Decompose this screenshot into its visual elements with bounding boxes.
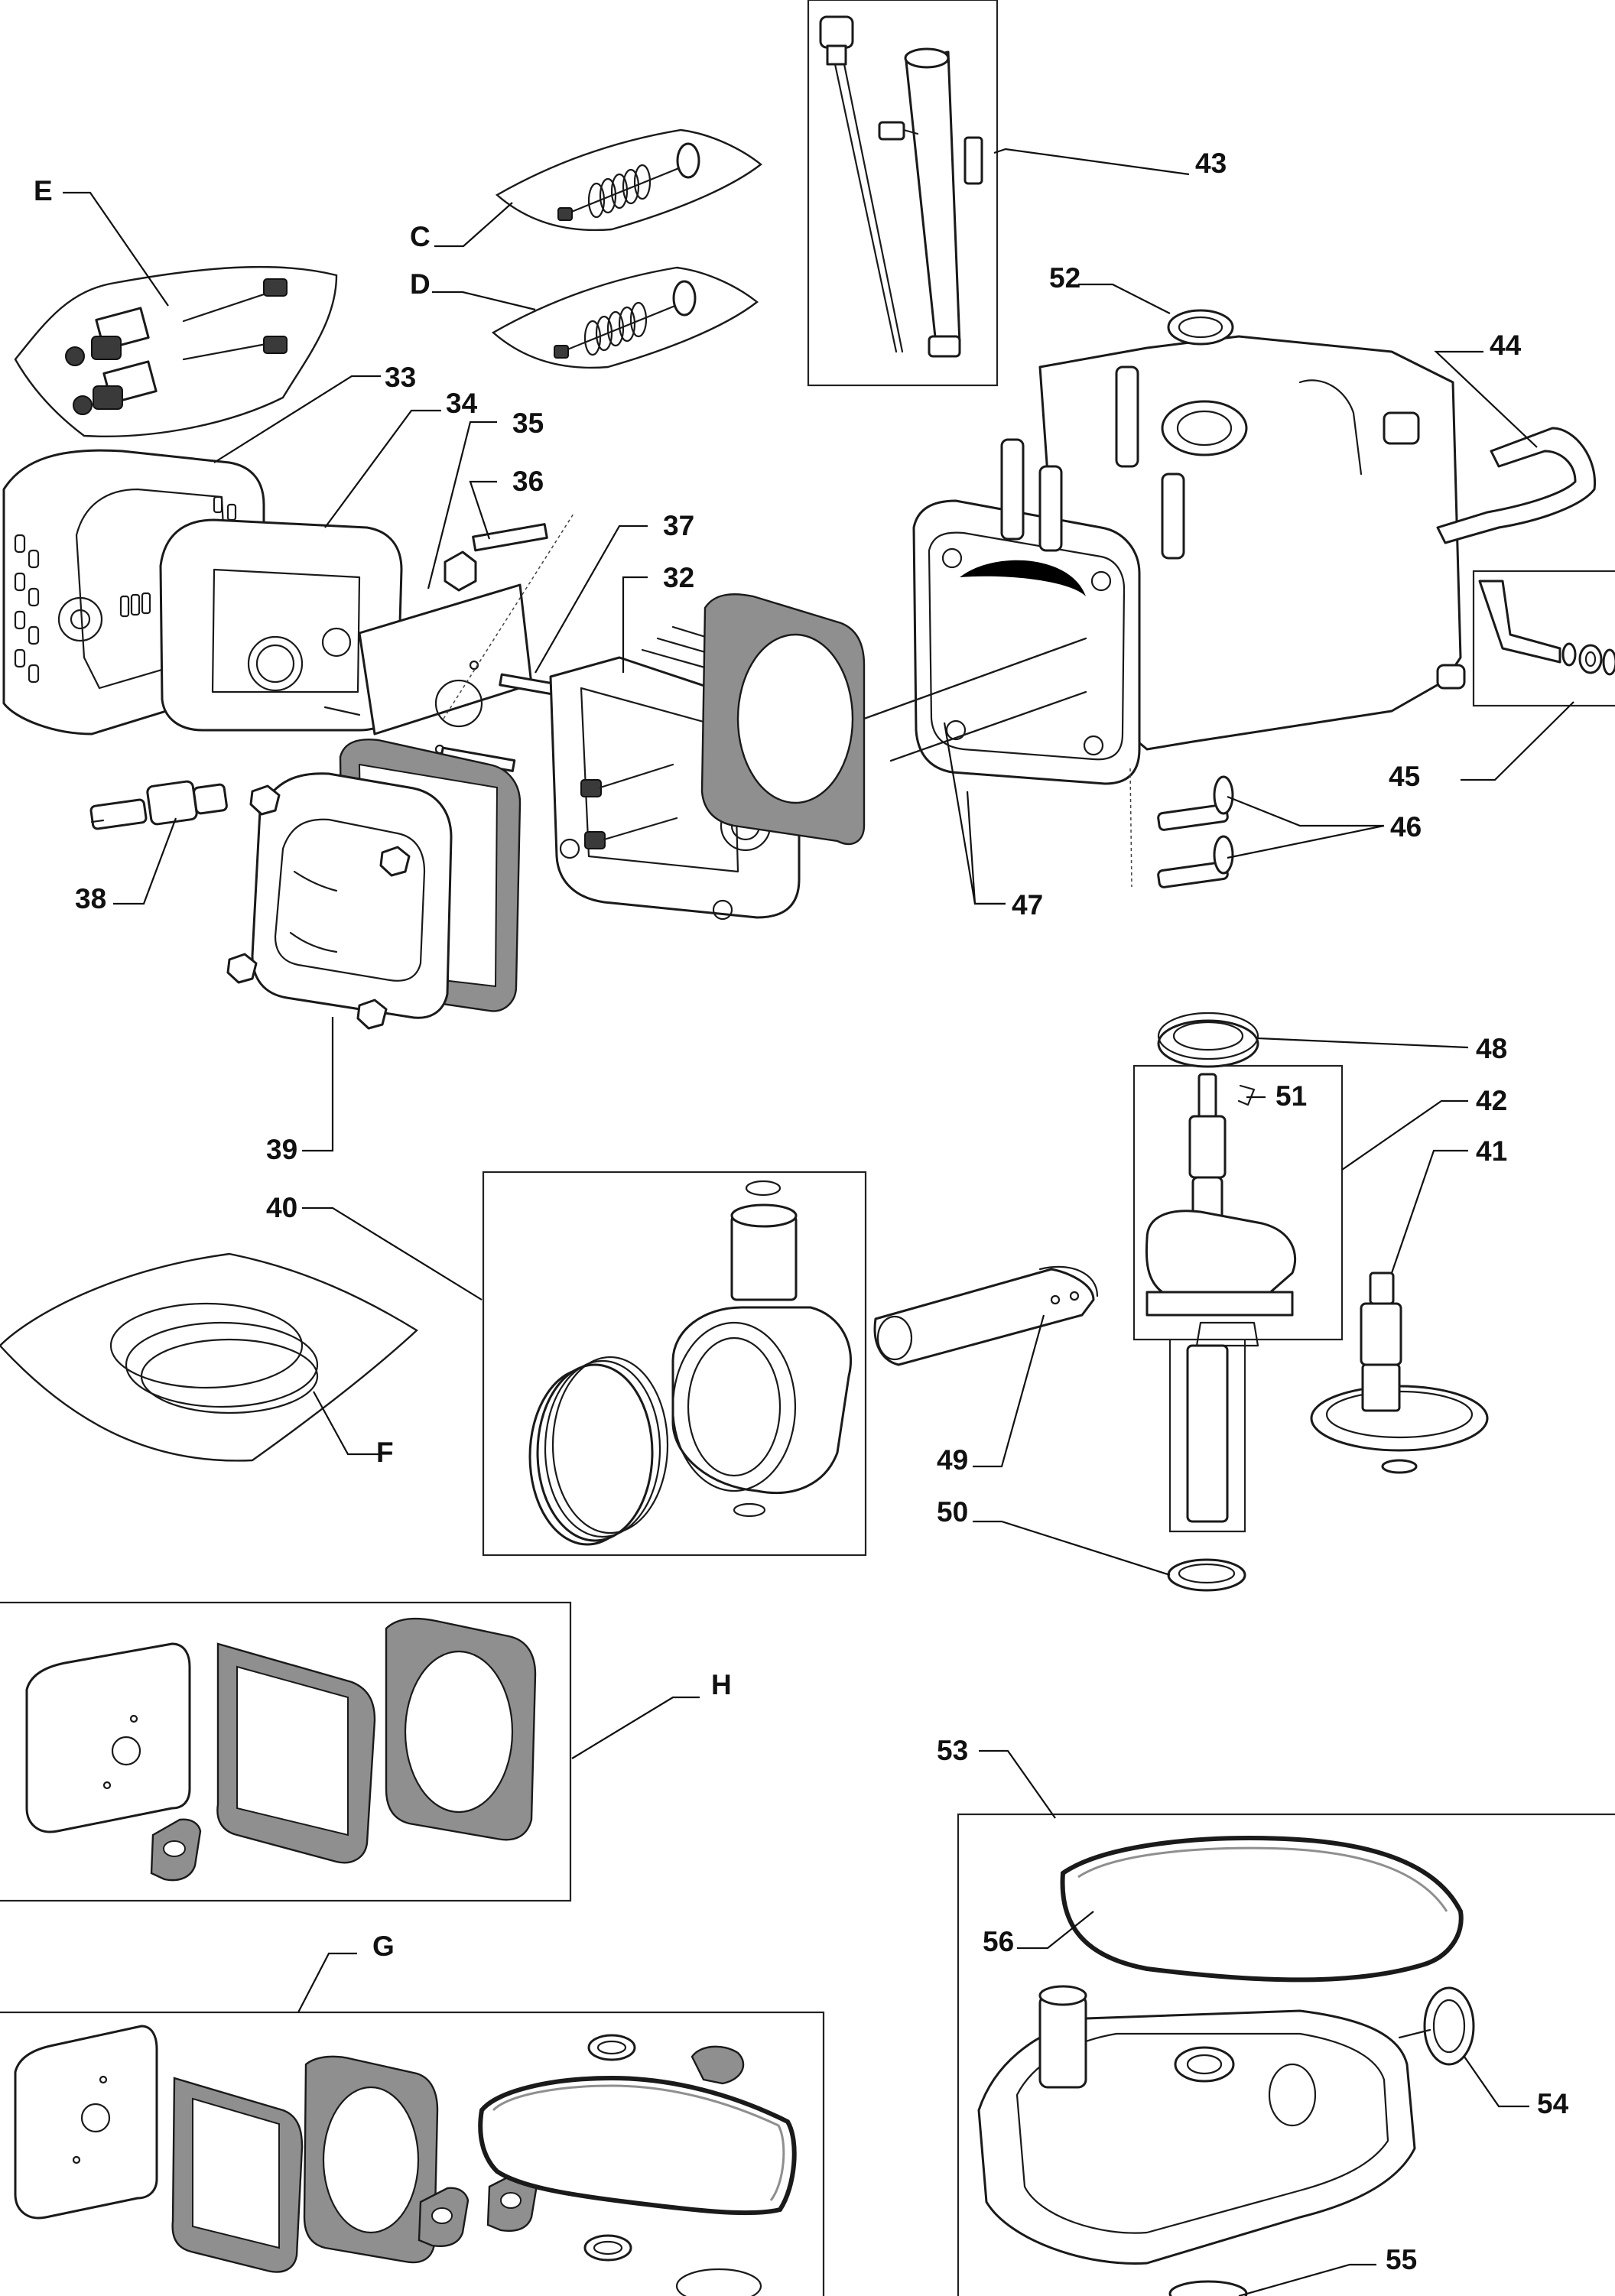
callout-labels: E C D 43 52 44 33 34 35 36 37 32 45 46 3… <box>34 148 1569 2275</box>
callout-f: F <box>376 1437 394 1468</box>
piston-ring-set-bag <box>0 1252 418 1462</box>
callout-34: 34 <box>446 388 478 419</box>
dipstick-assembly <box>819 15 983 358</box>
crankcase-cover-group-box <box>957 1813 1615 2296</box>
callout-44: 44 <box>1490 330 1522 361</box>
callout-47: 47 <box>1012 889 1043 921</box>
crankshaft-shaft-box <box>1168 1340 1246 1533</box>
dowel-pins <box>1157 775 1234 888</box>
intake-valve-bag <box>495 128 762 232</box>
piston-group-box <box>482 1171 867 1557</box>
callout-55: 55 <box>1386 2244 1417 2275</box>
callout-h: H <box>711 1669 732 1700</box>
callout-50: 50 <box>937 1496 968 1528</box>
oil-seal-bottom <box>1167 1558 1246 1592</box>
callout-39: 39 <box>266 1134 297 1165</box>
callout-54: 54 <box>1537 2088 1569 2119</box>
leader-lines <box>63 148 1574 2296</box>
crankshaft <box>1145 1073 1297 1523</box>
callout-e: E <box>34 175 53 206</box>
callout-35: 35 <box>512 408 544 439</box>
callout-37: 37 <box>663 510 694 541</box>
muffler-bolt <box>444 523 548 592</box>
breather-group-box <box>1472 570 1615 707</box>
gasket-set-g <box>14 2025 797 2296</box>
governor-gear <box>1398 1986 1475 2066</box>
breather-hose <box>1436 427 1597 544</box>
crankcase-cover-assembly <box>977 1836 1475 2265</box>
oil-seal-top <box>1167 309 1234 346</box>
callout-45: 45 <box>1389 761 1420 792</box>
rocker-cover <box>226 772 453 1030</box>
callout-48: 48 <box>1476 1033 1507 1064</box>
crankcase-cover-seal <box>1168 2280 1248 2296</box>
piston-assembly <box>528 1180 853 1546</box>
callout-32: 32 <box>663 562 694 593</box>
head-gasket <box>700 593 866 846</box>
main-bearing <box>1157 1012 1259 1068</box>
callout-51: 51 <box>1275 1080 1307 1112</box>
callout-53: 53 <box>937 1735 968 1766</box>
rocker-arm-kit-bag <box>14 265 338 437</box>
callout-56: 56 <box>983 1926 1014 1957</box>
callout-52: 52 <box>1049 262 1080 294</box>
muffler <box>159 518 403 732</box>
callout-41: 41 <box>1476 1135 1507 1167</box>
spark-plug <box>89 780 228 830</box>
exhaust-studs <box>440 673 560 772</box>
connecting-rod <box>873 1265 1099 1366</box>
callout-33: 33 <box>385 362 416 393</box>
callout-d: D <box>410 268 431 300</box>
crankshaft-group-box <box>1132 1064 1344 1341</box>
gasket-set-h-box <box>0 1601 572 1902</box>
gasket-set-g-box <box>0 2011 825 2296</box>
callout-36: 36 <box>512 466 544 497</box>
callout-49: 49 <box>937 1444 968 1476</box>
dipstick-group-box <box>807 0 999 387</box>
engine-block-crankcase <box>912 335 1466 785</box>
callout-g: G <box>372 1931 395 1962</box>
breather-tube-parts <box>1478 580 1615 676</box>
head-bolts <box>863 637 1087 762</box>
callout-42: 42 <box>1476 1085 1507 1116</box>
callout-c: C <box>410 221 431 252</box>
exhaust-valve-bag <box>491 266 759 369</box>
callout-46: 46 <box>1390 811 1422 843</box>
callout-38: 38 <box>75 883 106 914</box>
callout-43: 43 <box>1195 148 1227 179</box>
camshaft <box>1310 1271 1489 1474</box>
gasket-set-h <box>25 1617 537 1882</box>
callout-40: 40 <box>266 1192 297 1223</box>
